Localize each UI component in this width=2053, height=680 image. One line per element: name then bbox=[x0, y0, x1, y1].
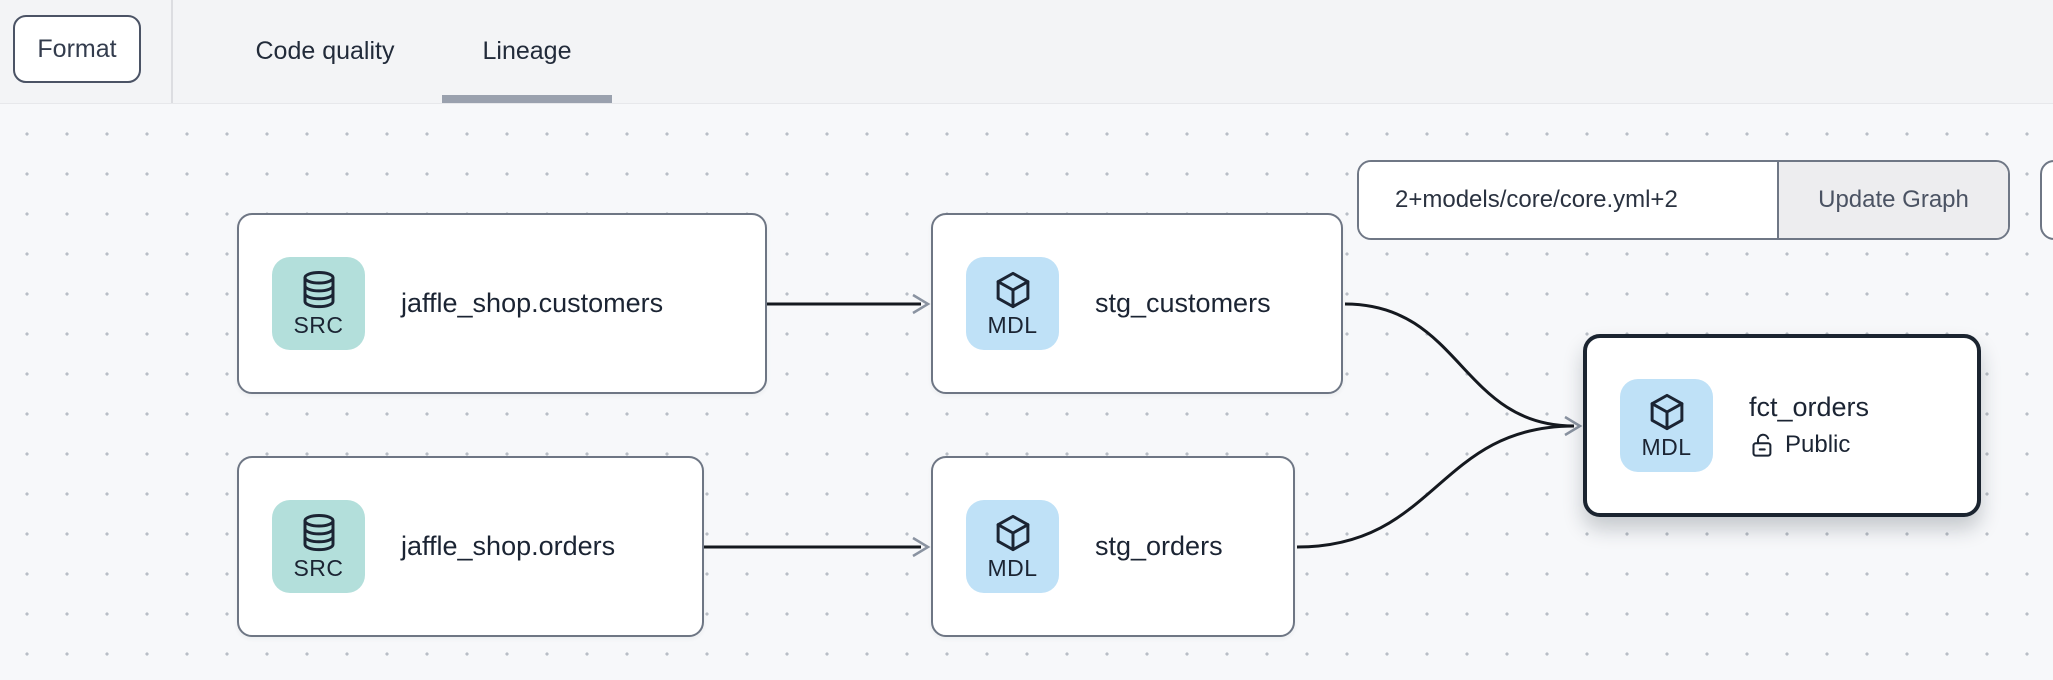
format-button-label: Format bbox=[37, 34, 117, 63]
tab-code-quality-label: Code quality bbox=[255, 37, 395, 65]
node-stg-orders[interactable]: MDL stg_orders bbox=[931, 456, 1295, 637]
source-type-badge: SRC bbox=[272, 500, 365, 593]
node-title: stg_orders bbox=[1095, 531, 1223, 561]
edge-stg-customers-to-fct-orders bbox=[1344, 302, 1575, 428]
node-jaffle-shop-orders[interactable]: SRC jaffle_shop.orders bbox=[237, 456, 704, 637]
editor-topbar: Format Code quality Lineage bbox=[0, 0, 2053, 104]
node-title: jaffle_shop.orders bbox=[401, 531, 616, 561]
node-title: stg_customers bbox=[1095, 288, 1271, 318]
model-type-badge: MDL bbox=[966, 500, 1059, 593]
arrowhead-icon bbox=[912, 293, 931, 315]
cube-icon bbox=[996, 271, 1029, 308]
tab-lineage[interactable]: Lineage bbox=[442, 0, 612, 103]
edge-stg-orders-to-fct-orders bbox=[1296, 424, 1575, 549]
node-jaffle-shop-customers[interactable]: SRC jaffle_shop.customers bbox=[237, 213, 767, 394]
badge-label: SRC bbox=[293, 554, 344, 581]
tab-code-quality[interactable]: Code quality bbox=[243, 0, 407, 103]
node-stg-customers[interactable]: MDL stg_customers bbox=[931, 213, 1343, 394]
model-type-badge: MDL bbox=[1620, 379, 1713, 472]
cube-icon bbox=[1650, 393, 1683, 430]
format-button[interactable]: Format bbox=[13, 15, 141, 83]
cutoff-control-button[interactable] bbox=[2040, 160, 2053, 240]
update-graph-button[interactable]: Update Graph bbox=[1777, 162, 2008, 238]
access-label: Public bbox=[1785, 431, 1851, 458]
node-title: fct_orders bbox=[1749, 392, 1870, 422]
node-title: jaffle_shop.customers bbox=[401, 288, 664, 318]
badge-label: MDL bbox=[1641, 433, 1692, 460]
tab-lineage-label: Lineage bbox=[482, 37, 572, 65]
lineage-edges bbox=[704, 293, 1583, 558]
badge-label: SRC bbox=[293, 311, 344, 338]
badge-label: MDL bbox=[987, 311, 1038, 338]
lineage-selector-group: Update Graph bbox=[1357, 160, 2010, 240]
update-graph-label: Update Graph bbox=[1818, 186, 1969, 213]
unlock-icon bbox=[1752, 433, 1772, 457]
arrowhead-icon bbox=[912, 536, 931, 558]
topbar-divider bbox=[171, 0, 173, 103]
badge-label: MDL bbox=[987, 554, 1038, 581]
cube-icon bbox=[996, 514, 1029, 551]
lineage-selector-input[interactable] bbox=[1359, 162, 1777, 238]
node-fct-orders[interactable]: MDL fct_orders Public bbox=[1583, 334, 1981, 517]
database-icon bbox=[303, 513, 334, 551]
database-icon bbox=[303, 270, 334, 308]
source-type-badge: SRC bbox=[272, 257, 365, 350]
arrowhead-icon bbox=[1564, 415, 1583, 437]
lineage-canvas[interactable]: SRC jaffle_shop.customers MDL stg_custom… bbox=[0, 104, 2053, 680]
access-badge: Public bbox=[1749, 431, 1869, 459]
model-type-badge: MDL bbox=[966, 257, 1059, 350]
